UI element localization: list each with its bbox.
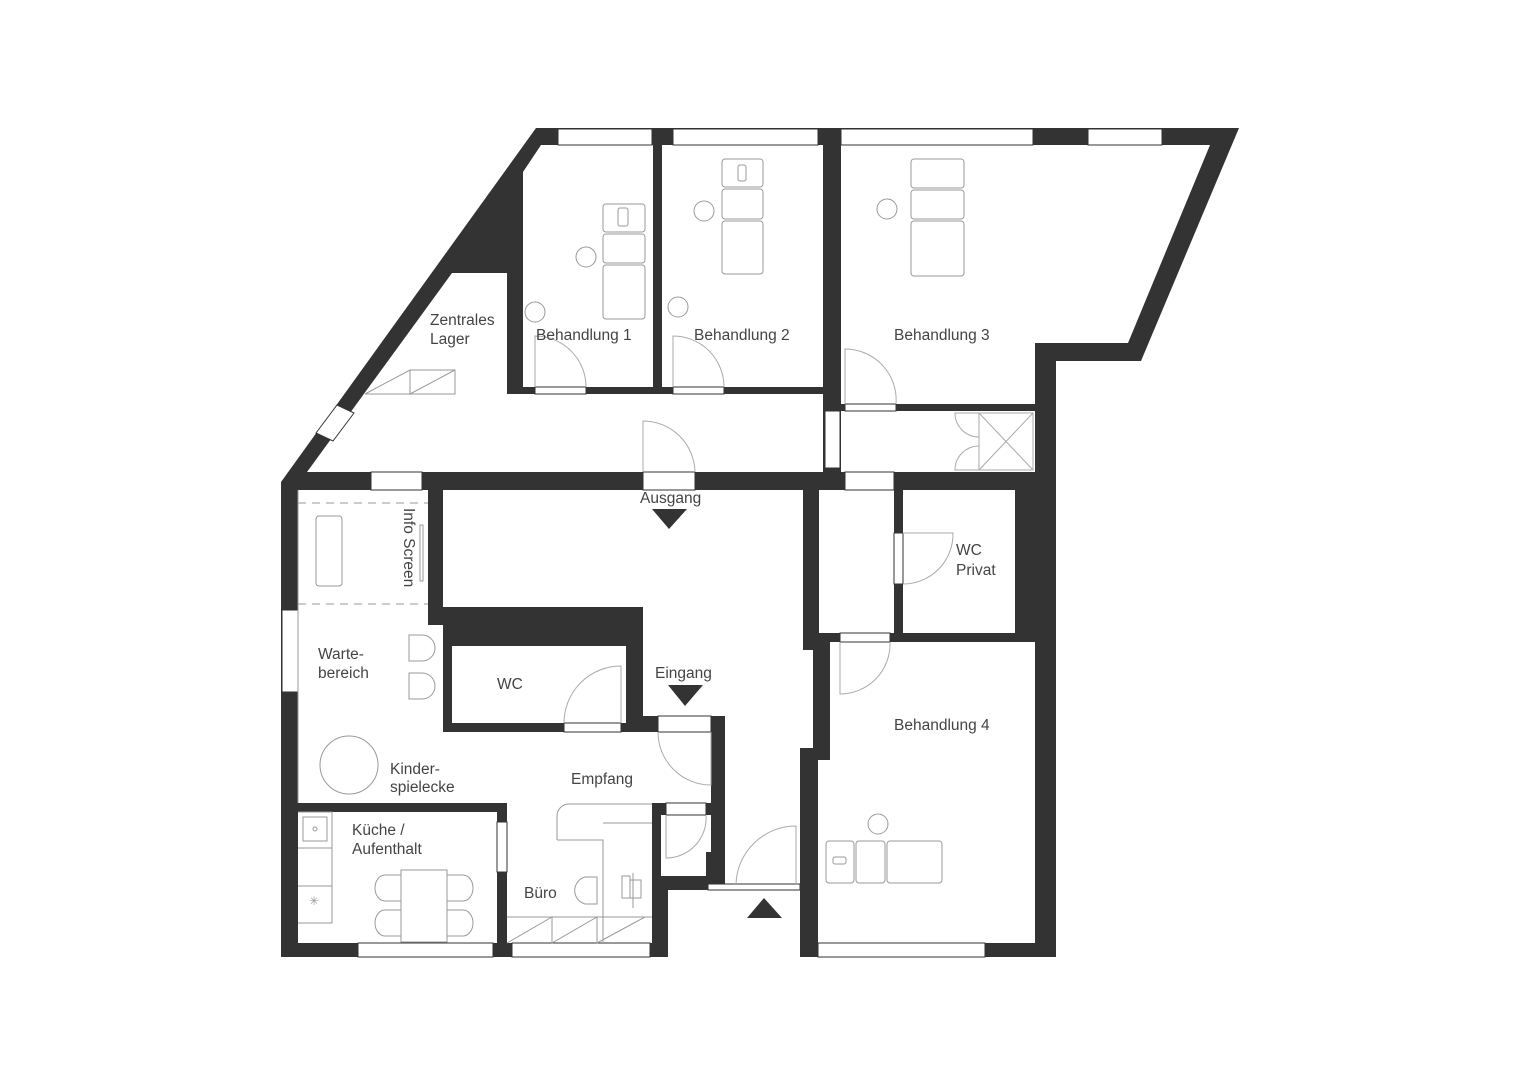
label-info-screen: Info Screen [400, 508, 417, 587]
room-small-corridor [819, 490, 894, 633]
label-kinderspielecke: Kinder-spielecke [390, 761, 455, 796]
ausgang-arrow-icon [652, 509, 687, 529]
storage-shelves [364, 369, 456, 395]
door-swing [657, 731, 712, 786]
treatment-table-4 [825, 813, 943, 884]
window [370, 471, 423, 491]
door-swing [642, 420, 696, 473]
label-buero: Büro [524, 885, 557, 902]
door-ausgang[interactable] [642, 471, 696, 491]
window [672, 128, 819, 146]
window [1087, 128, 1163, 146]
entrance-arrow-icon [747, 898, 782, 918]
openings [281, 128, 1163, 958]
door-swing [839, 641, 891, 695]
label-behandlung-2: Behandlung 2 [694, 327, 790, 344]
treatment-table-1 [524, 203, 646, 323]
furniture: ✳ [297, 158, 965, 944]
room-behandlung-3 [841, 145, 1210, 404]
door-swing [665, 814, 707, 859]
door-small-corridor[interactable] [844, 471, 895, 491]
room-hall [443, 490, 813, 887]
room-behandlung-1 [523, 145, 653, 387]
label-ausgang: Ausgang [640, 490, 701, 507]
office-furniture [506, 803, 652, 944]
room-wc [452, 646, 626, 723]
door-swing [902, 532, 954, 585]
door-closet[interactable] [665, 802, 707, 816]
window [511, 942, 651, 958]
door-swings [534, 335, 1034, 885]
door-behandlung-1[interactable] [534, 386, 587, 395]
treatment-table-3 [876, 158, 965, 277]
door-entrance[interactable] [707, 883, 801, 891]
door-swing [954, 412, 980, 471]
label-behandlung-1: Behandlung 1 [536, 327, 632, 344]
kitchen-furniture: ✳ [298, 811, 474, 943]
label-eingang: Eingang [655, 665, 712, 682]
door-behandlung-3[interactable] [844, 403, 897, 412]
waiting-area-furniture [297, 490, 436, 803]
label-wartebereich: Warte-bereich [318, 646, 369, 682]
window [817, 942, 986, 958]
room-empfang-warte [298, 490, 711, 943]
room-lager-corridor [307, 273, 823, 472]
label-wc: WC [497, 676, 523, 693]
room-behandlung-4 [818, 642, 1035, 943]
eingang-arrow-icon [668, 685, 703, 706]
label-kueche: Küche /Aufenthalt [352, 822, 422, 858]
window [315, 404, 355, 442]
window [357, 942, 494, 958]
room-vestibule [841, 411, 1035, 472]
door-swing [672, 335, 725, 388]
door-swing [844, 348, 897, 405]
room-wc-privat [903, 490, 1015, 633]
door-swing [563, 665, 622, 724]
room-behandlung-2 [662, 145, 823, 387]
shaft-cross [978, 412, 1034, 471]
window [281, 609, 299, 693]
room-closet [661, 815, 711, 876]
door-swing [534, 335, 587, 388]
door-vestibule[interactable] [824, 410, 841, 469]
door-eingang[interactable] [657, 715, 712, 733]
door-swing [735, 825, 797, 885]
stove-icon: ✳ [309, 894, 319, 908]
room-entrance [668, 890, 800, 957]
door-behandlung-2[interactable] [672, 386, 725, 395]
treatment-table-2 [667, 158, 764, 318]
label-empfang: Empfang [571, 771, 633, 788]
door-wc-privat[interactable] [893, 532, 904, 585]
label-behandlung-4: Behandlung 4 [894, 717, 990, 734]
window [496, 821, 508, 873]
door-behandlung-4[interactable] [839, 632, 891, 643]
label-behandlung-3: Behandlung 3 [894, 327, 990, 344]
window [557, 128, 653, 146]
door-wc[interactable] [563, 722, 622, 733]
window [840, 128, 1034, 146]
